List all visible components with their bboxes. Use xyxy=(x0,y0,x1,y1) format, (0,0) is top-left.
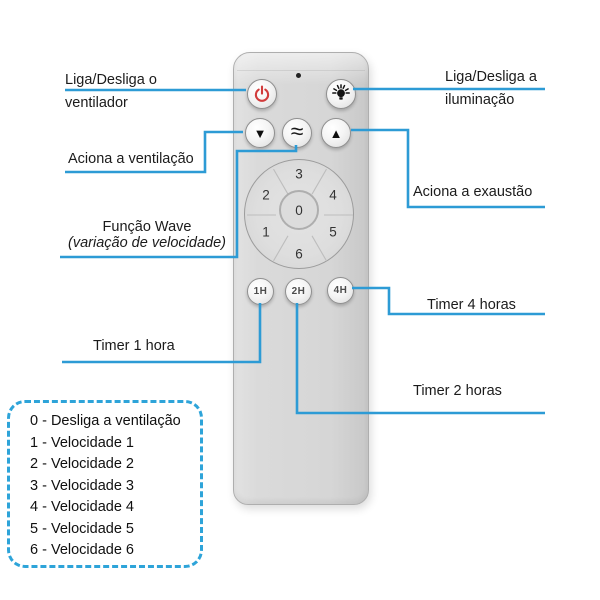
light-bulb-icon xyxy=(332,84,350,100)
dial-number-6[interactable]: 6 xyxy=(295,246,303,262)
label-ventilation: Aciona a ventilação xyxy=(68,151,194,167)
fan-down-button[interactable]: ▼ xyxy=(245,118,275,148)
label-light-power-line2: iluminação xyxy=(445,92,515,108)
legend-box: 0 - Desliga a ventilação 1 - Velocidade … xyxy=(7,400,203,568)
label-fan-power-line1: Liga/Desliga o xyxy=(65,72,157,88)
dial-number-0: 0 xyxy=(295,202,303,218)
timer-2h-label: 2H xyxy=(291,286,306,297)
dial-number-1[interactable]: 1 xyxy=(262,224,270,240)
wave-icon: ≈ xyxy=(290,118,304,144)
dial-number-3[interactable]: 3 xyxy=(295,166,303,182)
label-wave-line2: (variação de velocidade) xyxy=(68,235,226,251)
legend-item: 5 - Velocidade 5 xyxy=(30,520,134,537)
timer-1h-label: 1H xyxy=(253,286,268,297)
speed-dial-center[interactable]: 0 xyxy=(279,190,319,230)
timer-2h-button[interactable]: 2H xyxy=(285,278,312,305)
label-wave: Função Wave (variação de velocidade) xyxy=(56,219,238,251)
legend-item: 3 - Velocidade 3 xyxy=(30,477,134,494)
legend-item: 6 - Velocidade 6 xyxy=(30,542,134,558)
legend-item: 2 - Velocidade 2 xyxy=(30,456,134,472)
light-button[interactable] xyxy=(326,79,356,109)
label-timer1: Timer 1 hora xyxy=(93,338,175,354)
dial-number-5[interactable]: 5 xyxy=(329,224,337,240)
label-timer2: Timer 2 horas xyxy=(413,383,502,399)
power-icon xyxy=(254,85,270,102)
wave-button[interactable]: ≈ xyxy=(282,118,312,148)
led-indicator xyxy=(296,73,301,78)
timer-4h-button[interactable]: 4H xyxy=(327,277,354,304)
legend-item: 0 - Desliga a ventilação xyxy=(30,413,181,429)
timer-1h-button[interactable]: 1H xyxy=(247,278,274,305)
down-arrow-icon: ▼ xyxy=(253,125,267,141)
label-timer4: Timer 4 horas xyxy=(427,297,516,313)
up-arrow-icon: ▲ xyxy=(329,125,343,141)
dial-number-4[interactable]: 4 xyxy=(329,187,337,203)
label-fan-power-line2: ventilador xyxy=(65,95,128,111)
speed-dial[interactable]: 3 2 4 1 5 6 0 xyxy=(244,159,354,269)
remote-body: ▼ ≈ ▲ 3 2 4 1 5 6 xyxy=(233,52,369,505)
fan-up-button[interactable]: ▲ xyxy=(321,118,351,148)
legend-item: 1 - Velocidade 1 xyxy=(30,434,134,451)
label-exhaust: Aciona a exaustão xyxy=(413,184,533,200)
fan-power-button[interactable] xyxy=(247,79,277,109)
remote-top-seam xyxy=(237,70,365,71)
timer-4h-label: 4H xyxy=(333,285,348,296)
legend-item: 4 - Velocidade 4 xyxy=(30,499,134,515)
label-light-power-line1: Liga/Desliga a xyxy=(445,69,537,85)
dial-number-2[interactable]: 2 xyxy=(262,187,270,203)
label-wave-line1: Função Wave xyxy=(102,219,192,235)
